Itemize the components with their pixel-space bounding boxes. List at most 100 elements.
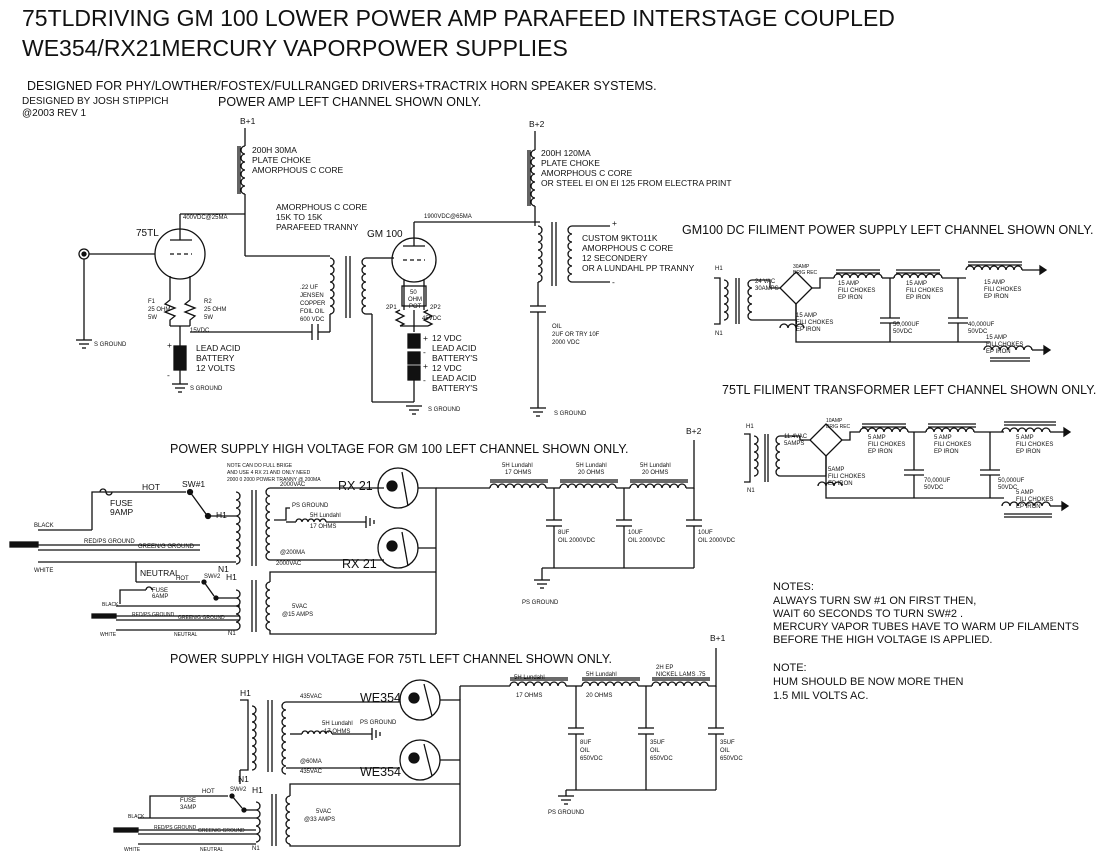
hv-gm-small-choke-1: 5H Lundahl xyxy=(310,513,341,519)
parafeed-l1: AMORPHOUS C CORE xyxy=(276,202,367,212)
note2-line-1: HUM SHOULD BE NOW MORE THEN xyxy=(773,676,964,688)
hv-tl-small-choke-1: 5H Lundahl xyxy=(322,721,353,727)
bat2-l5: LEAD ACID xyxy=(432,373,476,383)
hv-tl-cap-3-3: 650VDC xyxy=(720,756,743,762)
tl-fil-cap-1-2: 50VDC xyxy=(924,485,944,491)
plate-choke-2-coil xyxy=(530,149,536,207)
rectifier-we354-1 xyxy=(399,679,441,721)
gm-fil-cap-2-2: 50VDC xyxy=(968,329,988,335)
choke-2-l4: OR STEEL EI ON EI 125 FROM ELECTRA PRINT xyxy=(541,178,732,188)
gm-fil-choke-3-1: 15 AMP xyxy=(984,280,1005,286)
out-tx-l1: CUSTOM 9KTO11K xyxy=(582,233,658,243)
cc-l4: FOIL OIL xyxy=(300,309,325,315)
hv-tl-choke-1-1: 5H Lundahl xyxy=(514,675,545,681)
gm-fil-label: 45VDC xyxy=(422,316,442,322)
gm-fil-tx-2: 30AMPS xyxy=(755,286,779,292)
hv-gm-ps-ground: PS GROUND xyxy=(292,503,329,509)
gm-fil-title: GM100 DC FILIMENT POWER SUPPLY LEFT CHAN… xyxy=(682,223,1093,237)
hv-gm-ground: PS GROUND xyxy=(522,600,559,606)
gm-fil-choke-2-3: EP IRON xyxy=(906,295,931,301)
hv-tl-n1: N1 xyxy=(238,774,249,784)
f1-label-1: F1 xyxy=(148,299,156,305)
hv-tl-n1b: N1 xyxy=(252,846,260,852)
hv-tl-fil-2: @33 AMPS xyxy=(304,817,335,823)
notes-head: NOTES: xyxy=(773,581,814,593)
bat2-l6: BATTERY'S xyxy=(432,383,478,393)
we354-1-label: WE354 xyxy=(360,691,401,705)
gm-fil-choke-4-1: 15 AMP xyxy=(796,313,817,319)
output-tx-primary xyxy=(537,225,543,283)
tl-fil-choke-3-3: EP IRON xyxy=(1016,449,1041,455)
rx21-2-label: RX 21 xyxy=(342,557,377,571)
title-line-2: WE354/RX21MERCURY VAPORPOWER SUPPLIES xyxy=(22,35,568,61)
pot-l1: 50 xyxy=(410,290,417,296)
hv-tl-wire-green: GREEN/G GROUND xyxy=(198,828,245,834)
hv-tl-sec-3: 435VAC xyxy=(300,769,323,775)
hv-tl-h1: H1 xyxy=(240,688,251,698)
left-channel-note: POWER AMP LEFT CHANNEL SHOWN ONLY. xyxy=(218,95,481,109)
hv-tl-cap-3-2: OIL xyxy=(720,748,730,754)
hv-gm-hot: HOT xyxy=(142,482,160,492)
hv-tl-sw2: SW#2 xyxy=(230,787,247,793)
hv-supply-gm100: POWER SUPPLY HIGH VOLTAGE FOR GM 100 LEF… xyxy=(9,426,736,638)
gm-fil-cap-2-1: 40,000UF xyxy=(968,322,995,328)
hv-gm-note-3: 2000 0 2000 POWER TRANNY @ 200MA xyxy=(227,477,321,483)
tl-fil-choke-4-3: EP IRON xyxy=(828,481,853,487)
amp-s-ground-4: S GROUND xyxy=(554,411,587,417)
tl-fil-choke-4-2: FILI CHOKES xyxy=(828,474,865,480)
oil-cap-l3: 2000 VDC xyxy=(552,340,580,346)
hv-tl-title: POWER SUPPLY HIGH VOLTAGE FOR 75TL LEFT … xyxy=(170,652,612,666)
hv-tl-tx-secondary xyxy=(281,701,287,775)
battery-4 xyxy=(407,365,421,381)
gm-fil-n1: N1 xyxy=(715,331,723,337)
tl-fil-bridge-1: 10AMP xyxy=(826,418,843,424)
hv-tl-cap-1-3: 650VDC xyxy=(580,756,603,762)
rectifier-rx21-2 xyxy=(377,527,419,569)
hv-gm-wire2-neutral: NEUTRAL xyxy=(174,632,198,638)
output-tx-secondary xyxy=(567,225,573,283)
gm-fil-cap-1-1: 50,000UF xyxy=(893,322,920,328)
bat1-l2: BATTERY xyxy=(196,353,235,363)
hv-gm-wire-black: BLACK xyxy=(34,523,54,529)
bat2-sign-3: + xyxy=(423,361,428,371)
pot-left-label: 2P1 xyxy=(386,305,397,311)
notes-line-2: WAIT 60 SECONDS TO TURN SW#2 . xyxy=(773,608,963,620)
oil-cap-l1: OIL xyxy=(552,324,562,330)
cc-l5: 600 VDC xyxy=(300,317,325,323)
hv-gm-fil-2: @15 AMPS xyxy=(282,612,313,618)
out-tx-l4: OR A LUNDAHL PP TRANNY xyxy=(582,263,695,273)
hv-tl-fuse-1: FUSE xyxy=(180,798,196,804)
oil-cap-l2: 2UF OR TRY 10F xyxy=(552,332,600,338)
hv-tl-sec-1: 435VAC xyxy=(300,694,323,700)
gm-fil-bridge-1: 30AMP xyxy=(793,264,810,270)
hv-gm-fil-1: 5VAC xyxy=(292,604,308,610)
hv-tl-b1: B+1 xyxy=(710,633,726,643)
tl-fil-choke-1-3: EP IRON xyxy=(868,449,893,455)
hv-gm-wire-red: RED/PS GROUND xyxy=(84,539,135,545)
bat2-sign-1: + xyxy=(423,333,428,343)
f2-label-1: R2 xyxy=(204,299,212,305)
plate-choke-1-coil xyxy=(240,145,246,195)
tl-fil-choke-1-2: FILI CHOKES xyxy=(868,442,905,448)
amp-s-ground-2: S GROUND xyxy=(190,386,223,392)
bat2-sign-4: - xyxy=(423,375,426,385)
tl-fil-tx-1: 11.4VAC xyxy=(784,434,808,440)
gm-fil-choke-4-3: EP IRON xyxy=(796,327,821,333)
f2-label-3: 5W xyxy=(204,315,213,321)
hv-gm-fil-tx-primary xyxy=(235,589,241,631)
gm-fil-choke-5-1: 15 AMP xyxy=(986,335,1007,341)
choke-2-l2: PLATE CHOKE xyxy=(541,158,600,168)
bat1-plus: + xyxy=(167,340,172,350)
hv-tl-fuse-2: 3AMP xyxy=(180,805,196,811)
hv-tl-choke-3-1: 2H EP xyxy=(656,665,673,671)
gm100-plate-label: 1900VDC@65MA xyxy=(424,214,472,220)
gm-fil-choke-4-2: FILI CHOKES xyxy=(796,320,833,326)
rectifier-we354-2 xyxy=(399,739,441,781)
hv-gm-sec-1: 2000VAC xyxy=(280,482,306,488)
hv-gm-wire2-green: GREEN/G GROUND xyxy=(178,615,225,621)
hv-tl-tx-primary xyxy=(251,705,257,771)
choke-1-l2: PLATE CHOKE xyxy=(252,155,311,165)
hv-tl-wire-black: BLACK xyxy=(128,814,145,820)
tl-fil-h1: H1 xyxy=(746,424,754,430)
notes-line-3: MERCURY VAPOR TUBES HAVE TO WARM UP FILA… xyxy=(773,621,1079,633)
